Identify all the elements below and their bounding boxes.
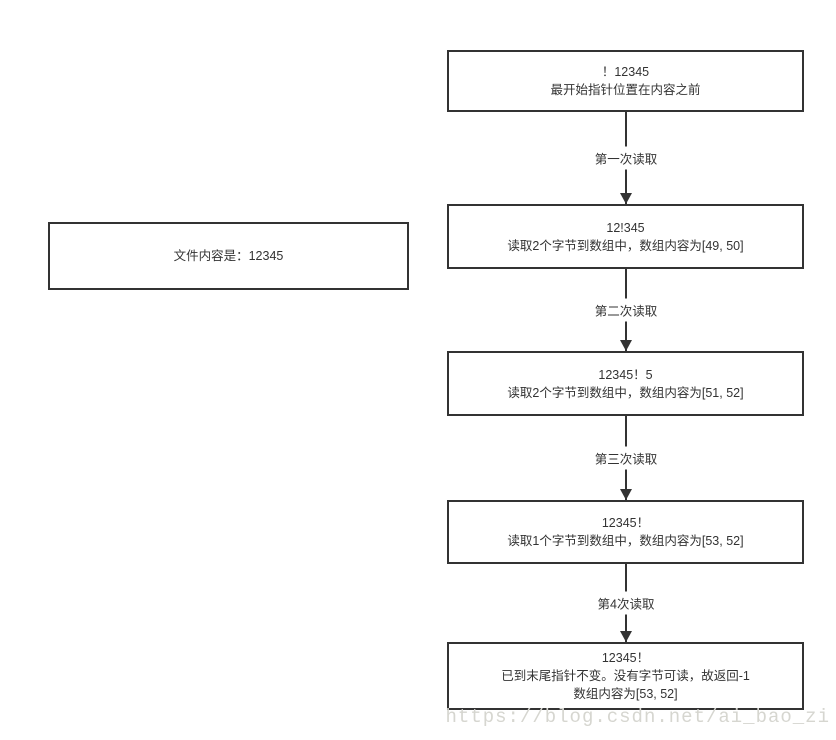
- pointer-state-text: 12345！5: [598, 367, 653, 382]
- pointer-state-text: 12345！: [601, 651, 650, 665]
- step-description-text: 最开始指针位置在内容之前: [550, 83, 701, 97]
- file-content-box: 文件内容是：12345: [48, 222, 409, 290]
- step-description-text: 已到末尾指针不变。没有字节可读，故返回-1: [501, 669, 750, 683]
- file-content-text: 文件内容是：12345: [173, 249, 284, 263]
- arrow-down-icon: [620, 193, 632, 204]
- arrow-label: 第三次读取: [593, 446, 659, 470]
- flow-arrow-2: 第二次读取: [593, 269, 659, 351]
- step-box-read-1: 12!345 读取2个字节到数组中，数组内容为[49, 50]: [447, 204, 804, 269]
- step-box-read-2: 12345！5 读取2个字节到数组中，数组内容为[51, 52]: [447, 351, 804, 416]
- step-box-initial: ！12345 最开始指针位置在内容之前: [447, 50, 804, 112]
- pointer-state-text: 12!345: [606, 220, 645, 235]
- arrow-label: 第4次读取: [596, 591, 656, 615]
- arrow-down-icon: [620, 631, 632, 642]
- arrow-label: 第二次读取: [593, 298, 659, 322]
- step-box-read-3: 12345！ 读取1个字节到数组中，数组内容为[53, 52]: [447, 500, 804, 564]
- step-description-text: 读取1个字节到数组中，数组内容为[53, 52]: [507, 534, 744, 548]
- step-description-text: 读取2个字节到数组中，数组内容为[49, 50]: [507, 238, 744, 253]
- flow-arrow-1: 第一次读取: [593, 112, 659, 204]
- watermark-url: https://blog.csdn.net/ai_bao_zi: [445, 706, 830, 728]
- arrow-down-icon: [620, 340, 632, 351]
- flow-arrow-4: 第4次读取: [596, 564, 656, 642]
- arrow-label: 第一次读取: [593, 146, 659, 170]
- pointer-state-text: ！12345: [601, 65, 650, 79]
- array-content-text: 数组内容为[53, 52]: [573, 687, 678, 701]
- flow-arrow-3: 第三次读取: [593, 416, 659, 500]
- step-description-text: 读取2个字节到数组中，数组内容为[51, 52]: [507, 385, 744, 400]
- pointer-state-text: 12345！: [601, 516, 650, 530]
- arrow-down-icon: [620, 489, 632, 500]
- step-box-read-4-end: 12345！ 已到末尾指针不变。没有字节可读，故返回-1 数组内容为[53, 5…: [447, 642, 804, 710]
